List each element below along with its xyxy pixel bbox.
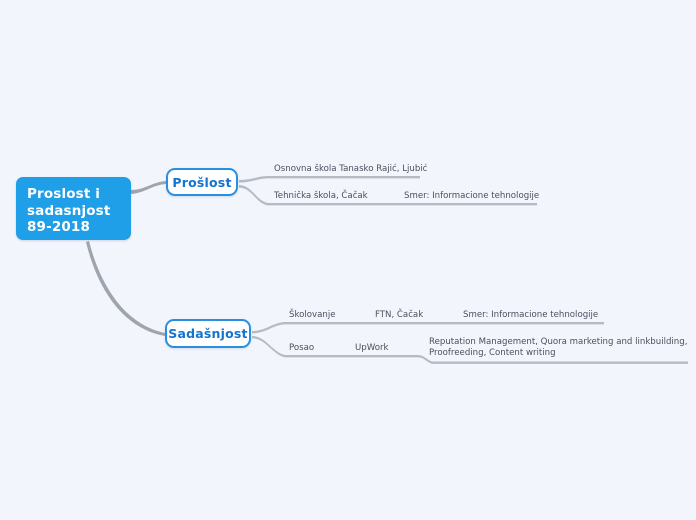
branch-node-sadasnjost-label: Sadašnjost (168, 326, 248, 341)
leaf-posao-detail: Reputation Management, Quora marketing a… (429, 337, 688, 358)
connector-root-to-proslost (131, 181, 166, 194)
leaf-posao-place: UpWork (355, 343, 389, 353)
leaf-tehnicka-skola-detail: Smer: Informacione tehnologije (404, 191, 540, 201)
root-node-label: Proslost i sadasnjost 89-2018 (27, 186, 111, 235)
branch-node-proslost[interactable]: Prošlost (166, 168, 238, 196)
leaf-skolovanje-place: FTN, Čačak (375, 310, 424, 320)
leaf-skolovanje-detail: Smer: Informacione tehnologije (463, 310, 599, 320)
leaf-osnovna-skola-name: Osnovna škola Tanasko Rajić, Ljubić (274, 164, 428, 174)
leaf-tehnicka-skola-name: Tehnička škola, Čačak (274, 191, 368, 201)
leaf-skolovanje-category: Školovanje (289, 310, 336, 320)
branch-node-proslost-label: Prošlost (172, 174, 232, 190)
connector-root-to-sadasnjost (86, 241, 165, 336)
leaf-posao-category: Posao (289, 343, 315, 353)
connector-proslost-leaf-1 (239, 176, 420, 183)
root-node[interactable]: Proslost i sadasnjost 89-2018 (16, 177, 131, 240)
branch-node-sadasnjost[interactable]: Sadašnjost (165, 319, 251, 348)
connector-sadasnjost-leaf-1 (252, 322, 604, 334)
